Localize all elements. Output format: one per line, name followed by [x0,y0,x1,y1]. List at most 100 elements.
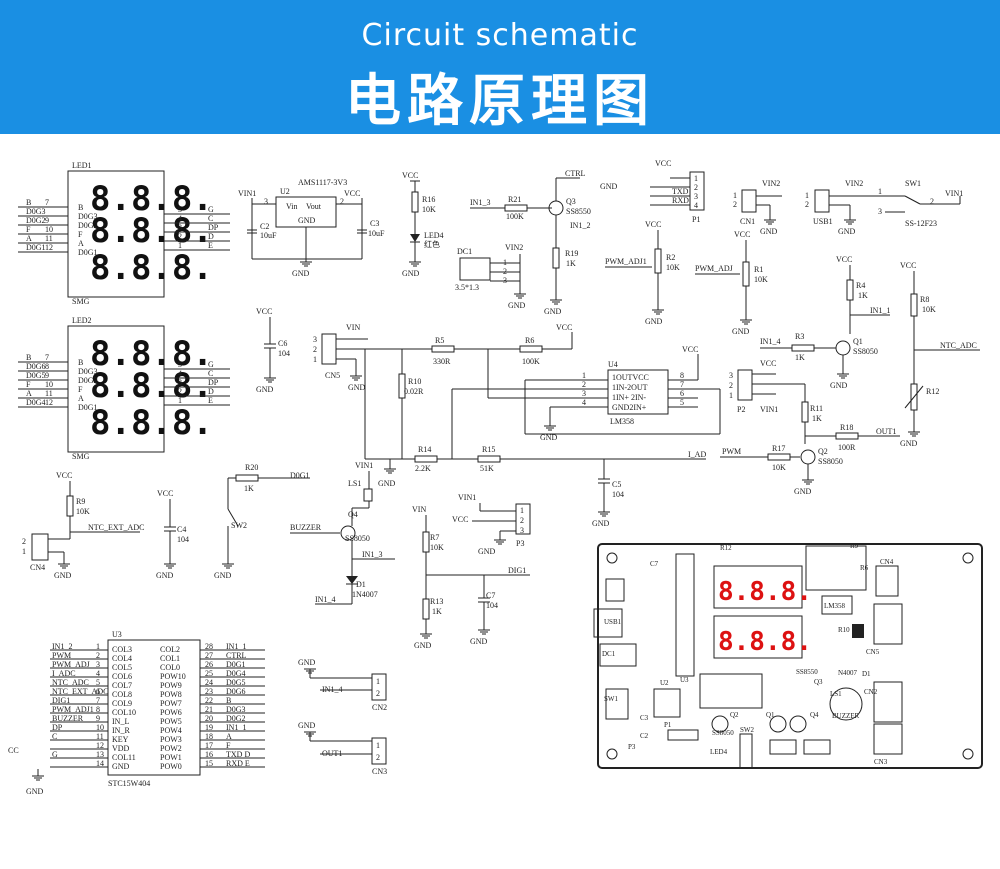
svg-text:Vout: Vout [306,202,322,211]
svg-text:D0G3: D0G3 [78,367,98,376]
svg-text:R6: R6 [525,336,534,345]
svg-text:R13: R13 [430,597,443,606]
cn5-connector: VIN 321 CN5 GND [313,323,402,392]
svg-text:C4: C4 [177,525,186,534]
svg-text:4: 4 [582,398,586,407]
svg-text:VCC: VCC [760,359,776,368]
svg-text:10K: 10K [922,305,936,314]
svg-text:5: 5 [178,360,182,369]
svg-text:10K: 10K [430,543,444,552]
svg-text:R12: R12 [926,387,939,396]
svg-text:Q4: Q4 [348,510,358,519]
svg-text:SS8050: SS8050 [853,347,878,356]
svg-text:6: 6 [680,389,684,398]
svg-text:C7: C7 [650,560,659,568]
svg-text:GND: GND [214,571,232,580]
svg-text:R9: R9 [850,542,859,550]
svg-text:3: 3 [694,192,698,201]
u3-left-pin: 3 [96,660,100,669]
svg-text:CN2: CN2 [372,703,387,712]
svg-text:GND: GND [256,385,274,394]
svg-text:D1: D1 [862,670,871,678]
u3-left-func: IN_L [112,717,129,726]
u3-left-pin: 10 [96,723,104,732]
svg-text:R16: R16 [422,195,435,204]
svg-text:VIN1: VIN1 [238,189,256,198]
u3-left-net: PWM_ADJ1 [52,705,94,714]
svg-text:U2: U2 [660,679,669,687]
svg-text:N4007: N4007 [838,669,858,677]
svg-text:SW1: SW1 [604,695,619,703]
svg-text:12: 12 [45,243,53,252]
svg-text:A: A [78,239,84,248]
u3-right-pin: 15 [205,759,213,768]
svg-text:IN1_4: IN1_4 [760,337,780,346]
svg-text:CN3: CN3 [372,767,387,776]
u3-left-pin: 5 [96,678,100,687]
svg-text:104: 104 [278,349,290,358]
u3-left-pin: 7 [96,696,100,705]
svg-text:F: F [78,230,83,239]
svg-text:Q1: Q1 [853,337,863,346]
svg-text:GND: GND [830,381,848,390]
pcb-board: 8.8.8. 8.8.8. USB1 DC1 SW1 P1 P3 LED4 LS… [593,542,983,769]
svg-text:VIN2: VIN2 [845,179,863,188]
svg-text:IN1_3: IN1_3 [362,550,382,559]
svg-text:100K: 100K [506,212,524,221]
u3-left-func: VDD [112,744,130,753]
svg-text:9: 9 [45,371,49,380]
svg-text:2: 2 [930,197,934,206]
svg-text:PWM: PWM [722,447,741,456]
svg-text:1: 1 [805,191,809,200]
svg-text:7: 7 [45,353,49,362]
svg-text:100K: 100K [522,357,540,366]
u3-left-net: PWM_ADJ [52,660,90,669]
pcb-display-bottom: 8.8.8. [718,627,812,657]
u3-left-pin: 4 [96,669,100,678]
u3-left-net: BUZZER [52,714,84,723]
svg-text:P2: P2 [737,405,745,414]
svg-text:GND: GND [470,637,488,646]
u3-right-net: RXD E [226,759,250,768]
svg-text:R21: R21 [508,195,521,204]
svg-text:Q2: Q2 [818,447,828,456]
sw2-key: R20 D0G1 1K SW2 GND [214,463,310,580]
svg-text:2: 2 [520,516,524,525]
u3-left-pin: 1 [96,642,100,651]
u3-left-func: COL5 [112,663,132,672]
svg-text:GND: GND [26,787,44,796]
svg-text:1: 1 [582,371,586,380]
svg-text:LS1: LS1 [348,479,361,488]
u3-right-pin: 26 [205,660,213,669]
u3-left-pin: 13 [96,750,104,759]
svg-text:CN3: CN3 [874,758,888,766]
u3-right-net: CTRL [226,651,247,660]
svg-text:8.8.8.: 8.8.8. [90,366,213,406]
svg-text:R5: R5 [435,336,444,345]
u3-right-net: D0G6 [226,687,246,696]
svg-text:3: 3 [520,526,524,535]
cn2-connector: GND IN1_4 12 CN2 [298,658,387,712]
u3-left-pin: 2 [96,651,100,660]
svg-text:VCC: VCC [452,515,468,524]
u3-right-func: POW9 [160,681,182,690]
svg-text:D: D [208,387,214,396]
svg-text:D: D [208,232,214,241]
p3-header: VIN1 123 VCC GND P3 [452,493,531,556]
pcb-display-top: 8.8.8. [718,577,812,607]
svg-text:VCC: VCC [645,220,661,229]
svg-text:R10: R10 [408,377,421,386]
u3-right-func: POW5 [160,717,182,726]
svg-text:D0G2: D0G2 [78,221,98,230]
u3-right-pin: 16 [205,750,213,759]
svg-text:GND: GND [298,658,316,667]
u3-right-func: POW7 [160,699,182,708]
svg-text:7: 7 [45,198,49,207]
